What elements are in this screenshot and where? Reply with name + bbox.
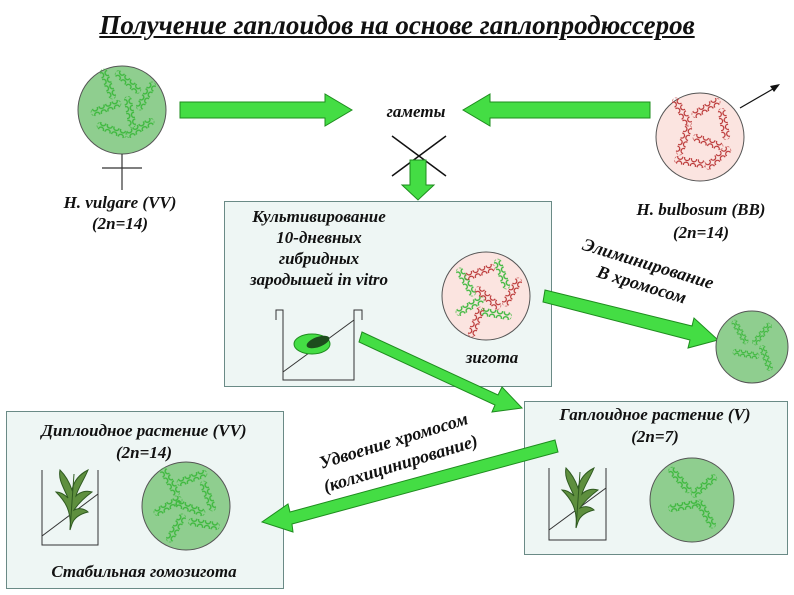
arrow-down-to-cultivation (400, 159, 436, 201)
haploid-label: Гаплоидное растение (V) (2n=7) (524, 404, 786, 448)
female-symbol-icon (102, 154, 142, 190)
diploid-caption: Стабильная гомозигота (51, 562, 237, 581)
cultivation-line-3: гибридных (278, 249, 360, 268)
haploid-chromosomes: (2n=7) (631, 427, 679, 446)
arrow-male-gamete (462, 93, 651, 127)
diploid-chromosomes: (2n=14) (116, 443, 172, 462)
page-title: Получение гаплоидов на основе гаплопродю… (99, 10, 695, 40)
male-parent-label: H. bulbosum (BB) (2n=14) (608, 198, 794, 244)
diploid-label: Диплоидное растение (VV) (2n=14) (6, 420, 282, 464)
zygote-cell (441, 251, 531, 341)
haploid-title: Гаплоидное растение (V) (559, 405, 751, 424)
female-species: H. vulgare (VV) (63, 193, 177, 212)
gametes-label: гаметы (386, 102, 446, 121)
female-parent-cell (77, 65, 167, 155)
female-parent-label: H. vulgare (VV) (2n=14) (20, 192, 220, 234)
male-chromosomes: (2n=14) (673, 223, 729, 242)
haploid-plant-tube (548, 467, 607, 541)
cultivation-label: Культивирование 10-дневных гибридных зар… (224, 206, 414, 290)
cross-symbol-icon (391, 135, 447, 177)
male-species: H. bulbosum (BB) (636, 200, 766, 219)
embryo-tube (275, 309, 363, 381)
arrow-elimination (542, 289, 720, 349)
cultivation-line-1: Культивирование (252, 207, 386, 226)
male-symbol-icon (739, 84, 780, 109)
zygote-label: зигота (465, 348, 519, 367)
haploid-cell (649, 457, 735, 543)
arrow-to-haploid (358, 331, 524, 413)
diploid-cell (141, 461, 231, 551)
female-chromosomes: (2n=14) (92, 214, 148, 233)
male-parent-cell (655, 92, 745, 182)
diploid-plant-tube (41, 469, 99, 546)
cultivation-line-4: зародышей in vitro (249, 270, 389, 289)
diploid-title: Диплоидное растение (VV) (41, 421, 247, 440)
cultivation-line-2: 10-дневных (276, 228, 362, 247)
arrow-female-gamete (179, 93, 353, 127)
eliminated-cell (715, 310, 789, 384)
arrow-to-diploid (260, 439, 559, 533)
